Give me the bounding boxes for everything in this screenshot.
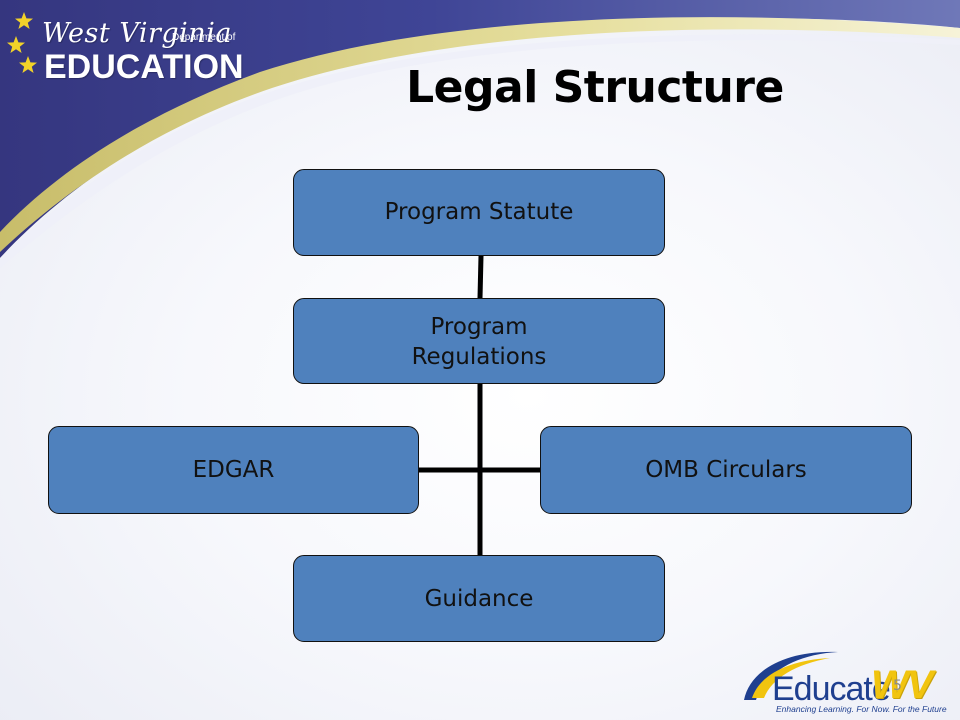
node-program-statute: Program Statute <box>293 169 665 256</box>
node-program-regulations-label: Program Regulations <box>411 314 547 370</box>
educate-wv-logo: Educate WV Enhancing Learning. For Now. … <box>738 640 947 714</box>
node-program-regulations: Program Regulations <box>293 298 665 384</box>
node-edgar-label: EDGAR <box>192 457 275 483</box>
logo-wv-education-text: EDUCATION <box>44 48 244 86</box>
page-number: 5 <box>893 678 902 694</box>
connector-statute-regulations <box>477 255 484 299</box>
node-guidance: Guidance <box>293 555 665 642</box>
logo-wv-dept-text: Department of <box>172 32 236 43</box>
logo-tagline: Enhancing Learning. For Now. For the Fut… <box>776 704 947 714</box>
node-omb-circulars-label: OMB Circulars <box>645 457 807 483</box>
node-edgar: EDGAR <box>48 426 419 514</box>
logo-educate-text: Educate <box>772 670 891 708</box>
logo-wv-text: WV <box>871 663 933 707</box>
logo-swoosh-icon <box>744 651 838 700</box>
stars-icon <box>7 12 37 73</box>
slide-title: Legal Structure <box>406 62 784 113</box>
node-omb-circulars: OMB Circulars <box>540 426 912 514</box>
wv-education-logo: West Virginia Department of EDUCATION <box>6 8 246 88</box>
node-guidance-label: Guidance <box>424 585 534 612</box>
logo-wv-script-text: West Virginia <box>42 18 232 49</box>
node-program-statute-label: Program Statute <box>384 198 574 225</box>
